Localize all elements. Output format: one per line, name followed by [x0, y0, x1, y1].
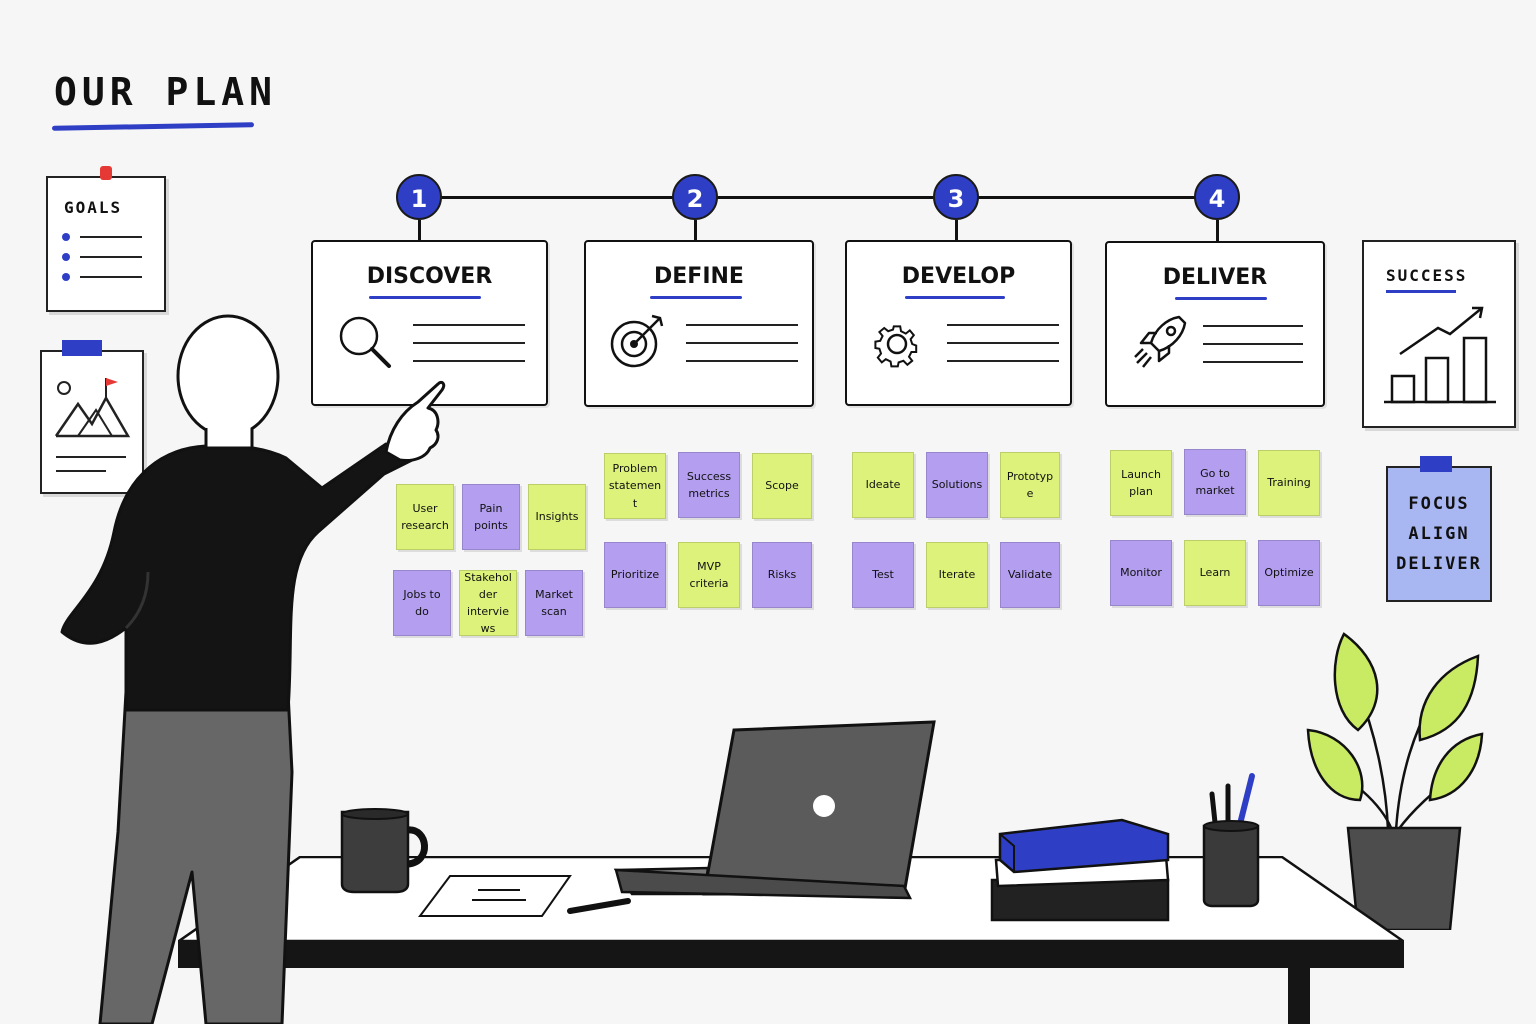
sticky-note[interactable]: Risks [752, 542, 812, 608]
phase-card-define[interactable]: DEFINE [584, 240, 814, 407]
sticky-note[interactable]: Solutions [926, 452, 988, 518]
plant-icon [1306, 632, 1484, 930]
phase-underline [905, 296, 1005, 299]
sticky-note[interactable]: Iterate [926, 542, 988, 608]
sticky-note[interactable]: Prototype [1000, 452, 1060, 518]
gear-icon [874, 325, 918, 368]
phase-card-develop[interactable]: DEVELOP [845, 240, 1072, 406]
mug-icon [340, 808, 428, 894]
sticky-note[interactable]: Scope [752, 453, 812, 519]
goal-item [62, 252, 142, 262]
phase-underline [369, 296, 481, 299]
text-lines [413, 324, 525, 378]
goal-item [62, 232, 142, 242]
mountain-flag-icon [54, 378, 131, 438]
paper-icon [418, 875, 572, 917]
timeline-line [420, 196, 1220, 199]
step-stem [694, 220, 697, 242]
text-lines [1203, 325, 1303, 379]
pin-icon [100, 166, 112, 180]
sticky-note[interactable]: Test [852, 542, 914, 608]
focus-line: ALIGN [1408, 524, 1470, 544]
vision-paper [40, 350, 144, 494]
page-title: OUR PLAN [54, 70, 278, 114]
sticky-note[interactable]: Pain points [462, 484, 520, 550]
sticky-note[interactable]: Optimize [1258, 540, 1320, 606]
text-lines [686, 324, 798, 378]
sticky-note[interactable]: Success metrics [678, 452, 740, 518]
laptop-icon [613, 720, 936, 900]
sticky-note[interactable]: Learn [1184, 540, 1246, 606]
magnifier-icon [339, 316, 391, 368]
sticky-note[interactable]: Go to market [1184, 449, 1246, 515]
sticky-note[interactable]: Launch plan [1110, 450, 1172, 516]
tape-icon [1420, 456, 1452, 472]
success-underline [1386, 290, 1456, 293]
person-figure [60, 314, 446, 1024]
step-stem [1216, 220, 1219, 242]
focus-card: FOCUS ALIGN DELIVER [1386, 466, 1492, 602]
phase-card-discover[interactable]: DISCOVER [311, 240, 548, 406]
title-underline [51, 122, 255, 131]
target-icon [610, 314, 664, 368]
success-paper: SUCCESS [1362, 240, 1516, 428]
sticky-note[interactable]: Training [1258, 450, 1320, 516]
phase-title: DELIVER [1162, 265, 1268, 290]
goal-item [62, 272, 142, 282]
step-stem [418, 220, 421, 242]
phase-title: DISCOVER [366, 264, 493, 289]
step-stem [955, 220, 958, 242]
step-number-2: 2 [672, 174, 718, 220]
step-number-4: 4 [1194, 174, 1240, 220]
sticky-note[interactable]: Prioritize [604, 542, 666, 608]
focus-line: DELIVER [1396, 554, 1482, 574]
sticky-note[interactable]: Market scan [525, 570, 583, 636]
desk-edge [178, 940, 1404, 968]
phase-underline [650, 296, 742, 299]
phase-title: DEFINE [654, 264, 744, 289]
sticky-note[interactable]: Ideate [852, 452, 914, 518]
focus-line: FOCUS [1408, 494, 1470, 514]
pen-icon [567, 898, 631, 914]
text-lines [947, 324, 1059, 378]
sticky-note[interactable]: MVP criteria [678, 542, 740, 608]
sticky-note[interactable]: Monitor [1110, 540, 1172, 606]
sticky-note[interactable]: Stakeholder interviews [459, 570, 517, 636]
sticky-note[interactable]: Insights [528, 484, 586, 550]
sticky-note[interactable]: User research [396, 484, 454, 550]
step-number-3: 3 [933, 174, 979, 220]
success-label: SUCCESS [1386, 266, 1468, 285]
phase-card-deliver[interactable]: DELIVER [1105, 241, 1325, 407]
goals-paper: GOALS [46, 176, 166, 312]
books-icon [990, 818, 1170, 922]
sticky-note[interactable]: Jobs to do [393, 570, 451, 636]
rocket-icon [1134, 315, 1187, 368]
sticky-note[interactable]: Validate [1000, 542, 1060, 608]
desk-leg [1288, 964, 1310, 1024]
tape-icon [62, 340, 102, 356]
step-number-1: 1 [396, 174, 442, 220]
phase-underline [1175, 297, 1267, 300]
goals-label: GOALS [64, 198, 123, 217]
sticky-note[interactable]: Problem statement [604, 453, 666, 519]
phase-title: DEVELOP [901, 264, 1016, 289]
growth-chart-icon [1384, 306, 1496, 404]
pencil-cup-icon [1202, 773, 1260, 908]
